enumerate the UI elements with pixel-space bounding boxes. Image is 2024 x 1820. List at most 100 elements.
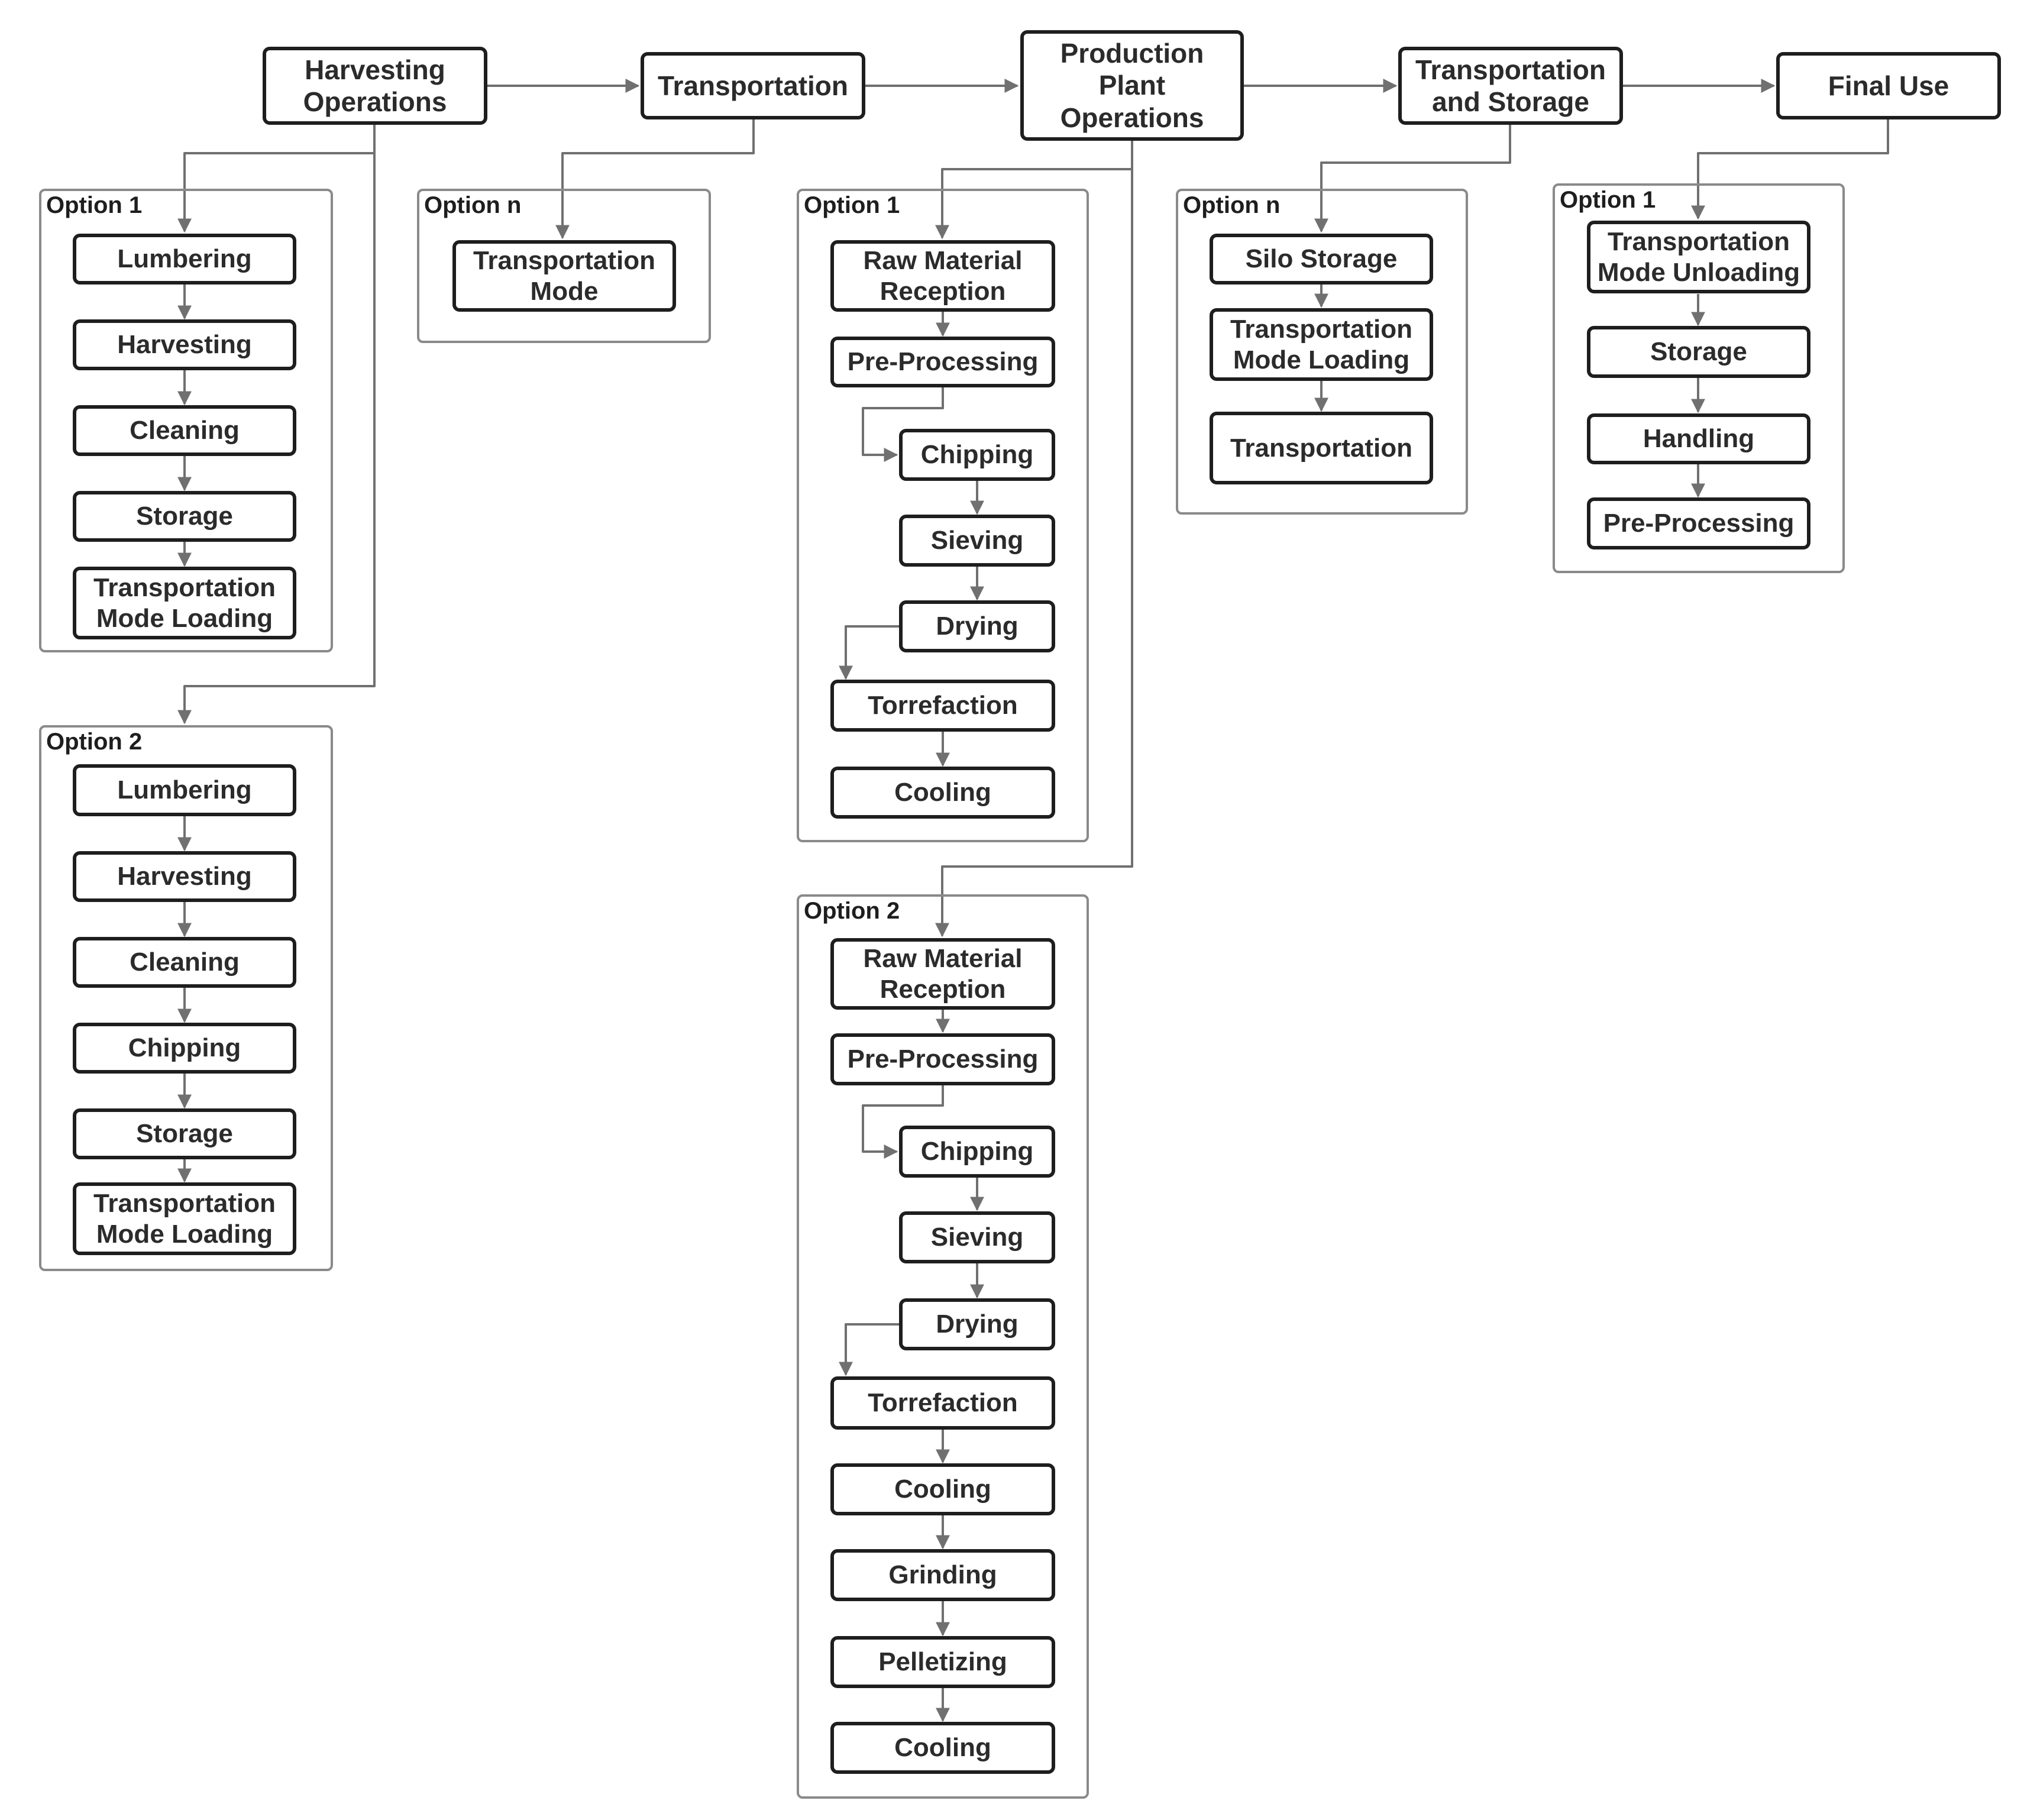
step-chipping-label: Chipping: [920, 440, 1034, 470]
step-cleaning: Cleaning: [73, 405, 296, 456]
step-harvesting-label: Harvesting: [117, 330, 252, 360]
step-grinding: Grinding: [830, 1549, 1055, 1601]
group-label: Option 1: [46, 192, 143, 218]
step-lumbering-label: Lumbering: [117, 244, 252, 274]
step-handling-label: Handling: [1643, 424, 1755, 454]
step-chipping: Chipping: [899, 429, 1055, 481]
step-drying-label: Drying: [936, 612, 1019, 641]
step-chipping: Chipping: [73, 1023, 296, 1074]
step-cooling-label: Cooling: [894, 1475, 991, 1504]
step-cleaning-label: Cleaning: [130, 416, 240, 445]
step-pelletizing-label: Pelletizing: [878, 1647, 1007, 1677]
group-plant-opt1: Option 1: [797, 189, 1089, 842]
step-drying-label: Drying: [936, 1310, 1019, 1339]
step-chipping: Chipping: [899, 1126, 1055, 1178]
step-grinding-label: Grinding: [888, 1560, 997, 1590]
step-storage: Storage: [73, 491, 296, 542]
connector-arrow: [555, 119, 755, 240]
step-storage-label: Storage: [1650, 337, 1747, 367]
step-torrefaction-label: Torrefaction: [868, 1388, 1018, 1418]
group-harvest-opt2: Option 2: [39, 725, 333, 1271]
step-lumbering: Lumbering: [73, 764, 296, 816]
group-label: Option 2: [46, 729, 143, 755]
group-label: Option n: [424, 192, 522, 218]
connector-arrow: [177, 153, 376, 725]
group-harvest-opt1: Option 1: [39, 189, 333, 652]
step-silo-storage: Silo Storage: [1210, 234, 1433, 285]
step-lumbering: Lumbering: [73, 234, 296, 285]
step-drying: Drying: [899, 600, 1055, 652]
connector-arrow: [177, 125, 376, 233]
connector-arrow: [862, 387, 944, 462]
connector-arrow: [1314, 125, 1511, 233]
stage-transport-label: Transportation: [657, 70, 849, 101]
stage-final-use: Final Use: [1776, 52, 2001, 119]
step-cooling-label: Cooling: [894, 1733, 991, 1763]
step-pre-processing: Pre-Processing: [830, 337, 1055, 387]
group-label: Option 2: [804, 898, 900, 924]
step-storage-label: Storage: [136, 502, 233, 531]
step-harvesting: Harvesting: [73, 319, 296, 370]
connector-arrow: [935, 169, 1133, 938]
step-sieving: Sieving: [899, 515, 1055, 567]
step-transportation: Transportation: [1210, 412, 1433, 484]
stage-transport: Transportation: [641, 52, 865, 119]
step-pre-processing-label: Pre-Processing: [847, 347, 1039, 377]
connector-arrow: [862, 1085, 944, 1159]
step-chipping-label: Chipping: [128, 1033, 241, 1063]
step-pre-processing: Pre-Processing: [830, 1033, 1055, 1085]
connector-arrow: [1691, 119, 1889, 220]
group-storage-optn: Option n: [1176, 189, 1468, 515]
step-pelletizing: Pelletizing: [830, 1636, 1055, 1688]
step-harvesting-label: Harvesting: [117, 862, 252, 891]
step-cooling: Cooling: [830, 767, 1055, 819]
step-storage: Storage: [73, 1108, 296, 1159]
connector-arrow: [839, 1323, 899, 1376]
step-storage: Storage: [1587, 326, 1810, 378]
group-label: Option 1: [1560, 187, 1656, 213]
step-handling: Handling: [1587, 413, 1810, 464]
step-sieving-label: Sieving: [930, 1223, 1024, 1252]
group-label: Option 1: [804, 192, 900, 218]
group-final-opt1: Option 1: [1553, 183, 1845, 573]
step-pre-processing: Pre-Processing: [1587, 497, 1810, 549]
step-harvesting: Harvesting: [73, 851, 296, 902]
step-sieving: Sieving: [899, 1211, 1055, 1263]
group-transport-optn: Option n: [417, 189, 711, 343]
step-chipping-label: Chipping: [920, 1137, 1034, 1166]
step-pre-processing-label: Pre-Processing: [847, 1045, 1039, 1074]
step-torrefaction-label: Torrefaction: [868, 691, 1018, 720]
step-torrefaction: Torrefaction: [830, 1376, 1055, 1430]
connector-arrow: [935, 140, 1133, 240]
step-pre-processing-label: Pre-Processing: [1603, 509, 1795, 538]
step-drying: Drying: [899, 1298, 1055, 1350]
step-cooling: Cooling: [830, 1463, 1055, 1515]
step-cleaning-label: Cleaning: [130, 948, 240, 977]
step-silo-storage-label: Silo Storage: [1245, 244, 1398, 274]
step-storage-label: Storage: [136, 1119, 233, 1149]
step-lumbering-label: Lumbering: [117, 775, 252, 805]
stage-final-use-label: Final Use: [1828, 70, 1949, 101]
step-cleaning: Cleaning: [73, 937, 296, 988]
